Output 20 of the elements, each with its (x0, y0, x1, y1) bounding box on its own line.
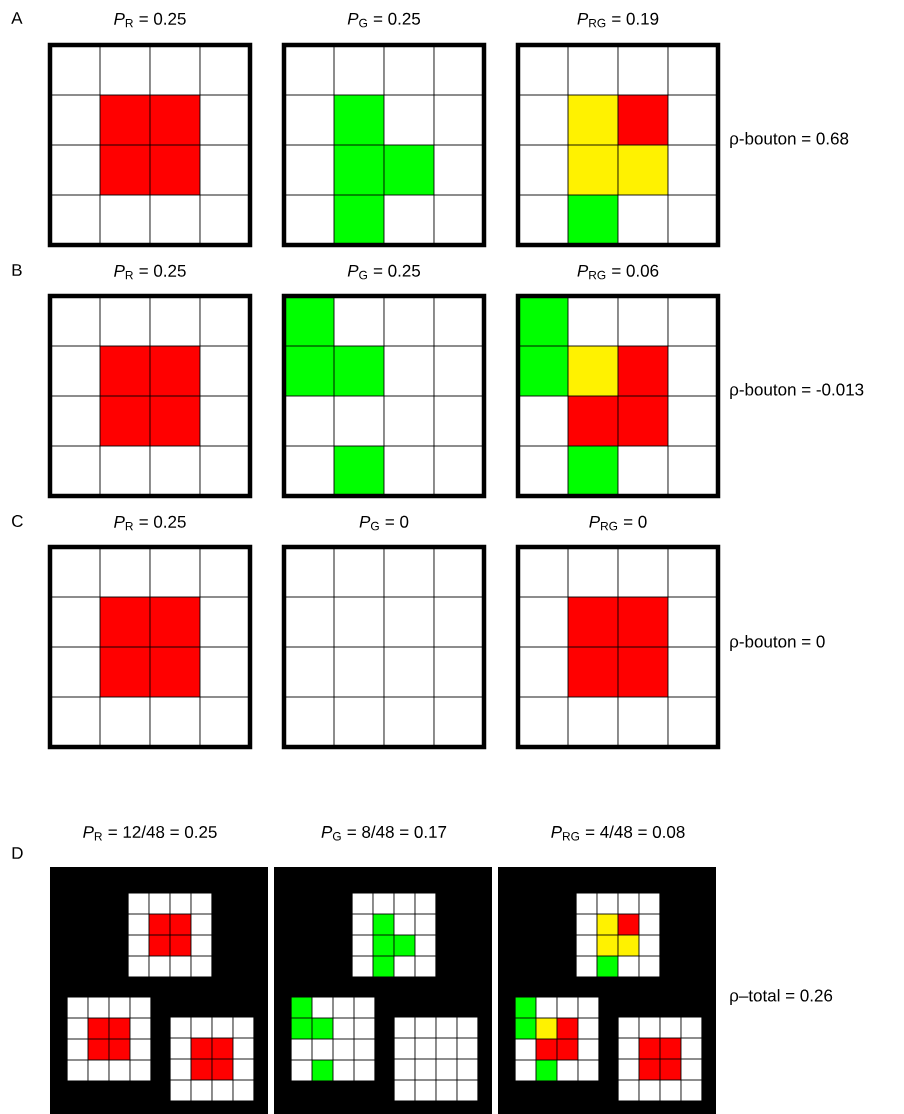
probability-label: P$_{R}$ = 0.25 (114, 264, 186, 280)
correlation-label: ρ-bouton = -0.013 (730, 383, 864, 399)
probability-label: P$_{G}$ = 0 (359, 515, 409, 531)
probability-label: P$_{RG}$ = 0 (589, 515, 647, 531)
correlation-label: ρ–total = 0.26 (730, 989, 833, 1005)
panel-letter: C (12, 515, 23, 528)
probability-label: P$_{R}$ = 0.25 (114, 515, 186, 531)
probability-label: P$_{G}$ = 0.25 (347, 264, 421, 280)
probability-label: P$_{R}$ = 12/48 = 0.25 (83, 825, 217, 841)
correlation-label: ρ-bouton = 0.68 (730, 132, 849, 148)
probability-label: P$_{G}$ = 0.25 (347, 12, 421, 28)
probability-label: P$_{R}$ = 0.25 (114, 12, 186, 28)
probability-label: P$_{G}$ = 8/48 = 0.17 (321, 825, 447, 841)
probability-label: P$_{RG}$ = 4/48 = 0.08 (551, 825, 685, 841)
panel-letter: D (12, 847, 23, 859)
probability-label: P$_{RG}$ = 0.06 (577, 264, 659, 280)
panel-letter: B (12, 264, 22, 276)
panel-letter: A (11, 12, 23, 24)
probability-label: P$_{RG}$ = 0.19 (577, 12, 659, 28)
correlation-label: ρ-bouton = 0 (730, 635, 825, 651)
